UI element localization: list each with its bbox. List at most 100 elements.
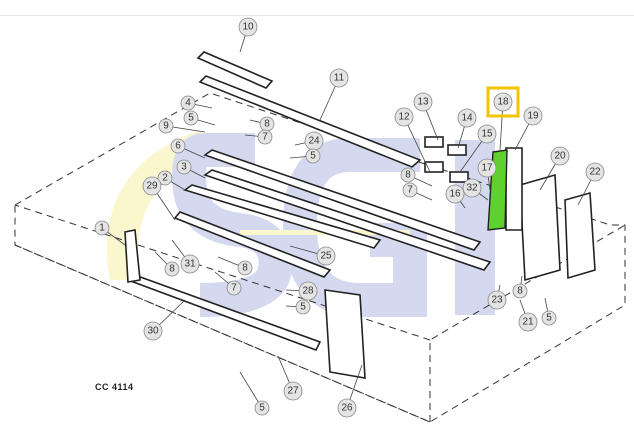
callout-label: 5 [259,403,265,414]
callout-13[interactable]: 13 [413,92,433,112]
callout-circle [550,146,570,166]
callout-circle [257,129,273,145]
callout-15[interactable]: 15 [477,124,497,144]
part-22 [564,191,596,280]
callout-27[interactable]: 27 [283,381,303,401]
callout-circle [226,280,242,296]
callout-1[interactable]: 1 [94,220,110,236]
callout-label: 4 [185,98,191,109]
callout-21[interactable]: 21 [518,312,538,332]
callout-8[interactable]: 8 [400,167,416,183]
callout-circle [316,246,336,266]
callout-circle [142,176,162,196]
callout-label: 5 [546,313,552,324]
callout-circle [523,106,543,126]
callout-circle [337,398,357,418]
callout-label: 24 [308,136,320,147]
callout-8[interactable]: 8 [164,261,180,277]
callout-7[interactable]: 7 [257,129,273,145]
callout-5[interactable]: 5 [183,110,199,126]
callout-28[interactable]: 28 [298,281,318,301]
callout-label: 23 [491,295,503,306]
callout-circle [512,283,528,299]
callout-label: 27 [287,386,299,397]
callout-label: 20 [554,151,566,162]
callout-22[interactable]: 22 [585,162,605,182]
callout-14[interactable]: 14 [457,108,477,128]
callout-label: 28 [302,286,314,297]
callout-circle [180,254,200,274]
callout-6[interactable]: 6 [170,138,186,154]
callout-5[interactable]: 5 [541,310,557,326]
callout-29[interactable]: 29 [142,176,162,196]
callout-circle [237,260,253,276]
callout-4[interactable]: 4 [180,95,196,111]
callout-16[interactable]: 16 [445,184,465,204]
callout-31[interactable]: 31 [180,254,200,274]
part-29 [173,211,332,278]
callout-label: 1 [99,223,105,234]
leader-line-12 [403,116,431,173]
callout-circle [487,290,507,310]
callout-7[interactable]: 7 [402,182,418,198]
callout-label: 21 [522,317,534,328]
callout-label: 5 [300,302,306,313]
parts [124,51,596,379]
callout-17[interactable]: 17 [477,158,497,178]
callout-circle [94,220,110,236]
callout-8[interactable]: 8 [259,116,275,132]
part-11 [198,75,422,168]
callout-circle [164,261,180,277]
callout-3[interactable]: 3 [176,159,192,175]
callout-5[interactable]: 5 [295,299,311,315]
callout-circle [457,108,477,128]
callout-18[interactable]: 18 [493,92,513,112]
callout-label: 19 [527,111,539,122]
callout-7[interactable]: 7 [226,280,242,296]
callout-label: 3 [181,162,187,173]
callout-circle [394,107,414,127]
callout-32[interactable]: 32 [462,178,482,198]
callout-label: 7 [407,185,413,196]
part-19 [505,147,523,231]
part-14 [447,144,467,156]
part-6 [203,149,482,251]
callout-label: 25 [320,251,332,262]
part-15 [449,171,469,183]
callout-12[interactable]: 12 [394,107,414,127]
callout-label: 30 [147,326,159,337]
callout-label: 10 [242,22,254,33]
callout-25[interactable]: 25 [316,246,336,266]
callout-9[interactable]: 9 [158,118,174,134]
callout-5[interactable]: 5 [254,400,270,416]
callout-label: 11 [334,73,345,84]
callout-label: 8 [405,170,411,181]
part-2 [183,184,382,249]
callout-24[interactable]: 24 [304,131,324,151]
callout-8[interactable]: 8 [237,260,253,276]
callout-26[interactable]: 26 [337,398,357,418]
callout-label: 14 [461,113,473,124]
callout-label: 8 [517,286,523,297]
callout-label: 15 [481,129,493,140]
callout-19[interactable]: 19 [523,106,543,126]
callout-20[interactable]: 20 [550,146,570,166]
callout-label: 26 [341,403,353,414]
callout-label: 5 [188,113,194,124]
callout-circle [477,124,497,144]
callout-circle [400,167,416,183]
callout-5[interactable]: 5 [305,148,321,164]
callout-circle [541,310,557,326]
callout-label: 17 [481,163,493,174]
callout-10[interactable]: 10 [238,17,258,37]
callout-circle [298,281,318,301]
callout-label: 9 [163,121,169,132]
callout-circle [295,299,311,315]
callout-2[interactable]: 2 [157,170,173,186]
callout-8[interactable]: 8 [512,283,528,299]
callout-30[interactable]: 30 [143,321,163,341]
callout-circle [170,138,186,154]
callout-11[interactable]: 11 [329,68,349,88]
callout-label: 31 [184,259,196,270]
callout-23[interactable]: 23 [487,290,507,310]
